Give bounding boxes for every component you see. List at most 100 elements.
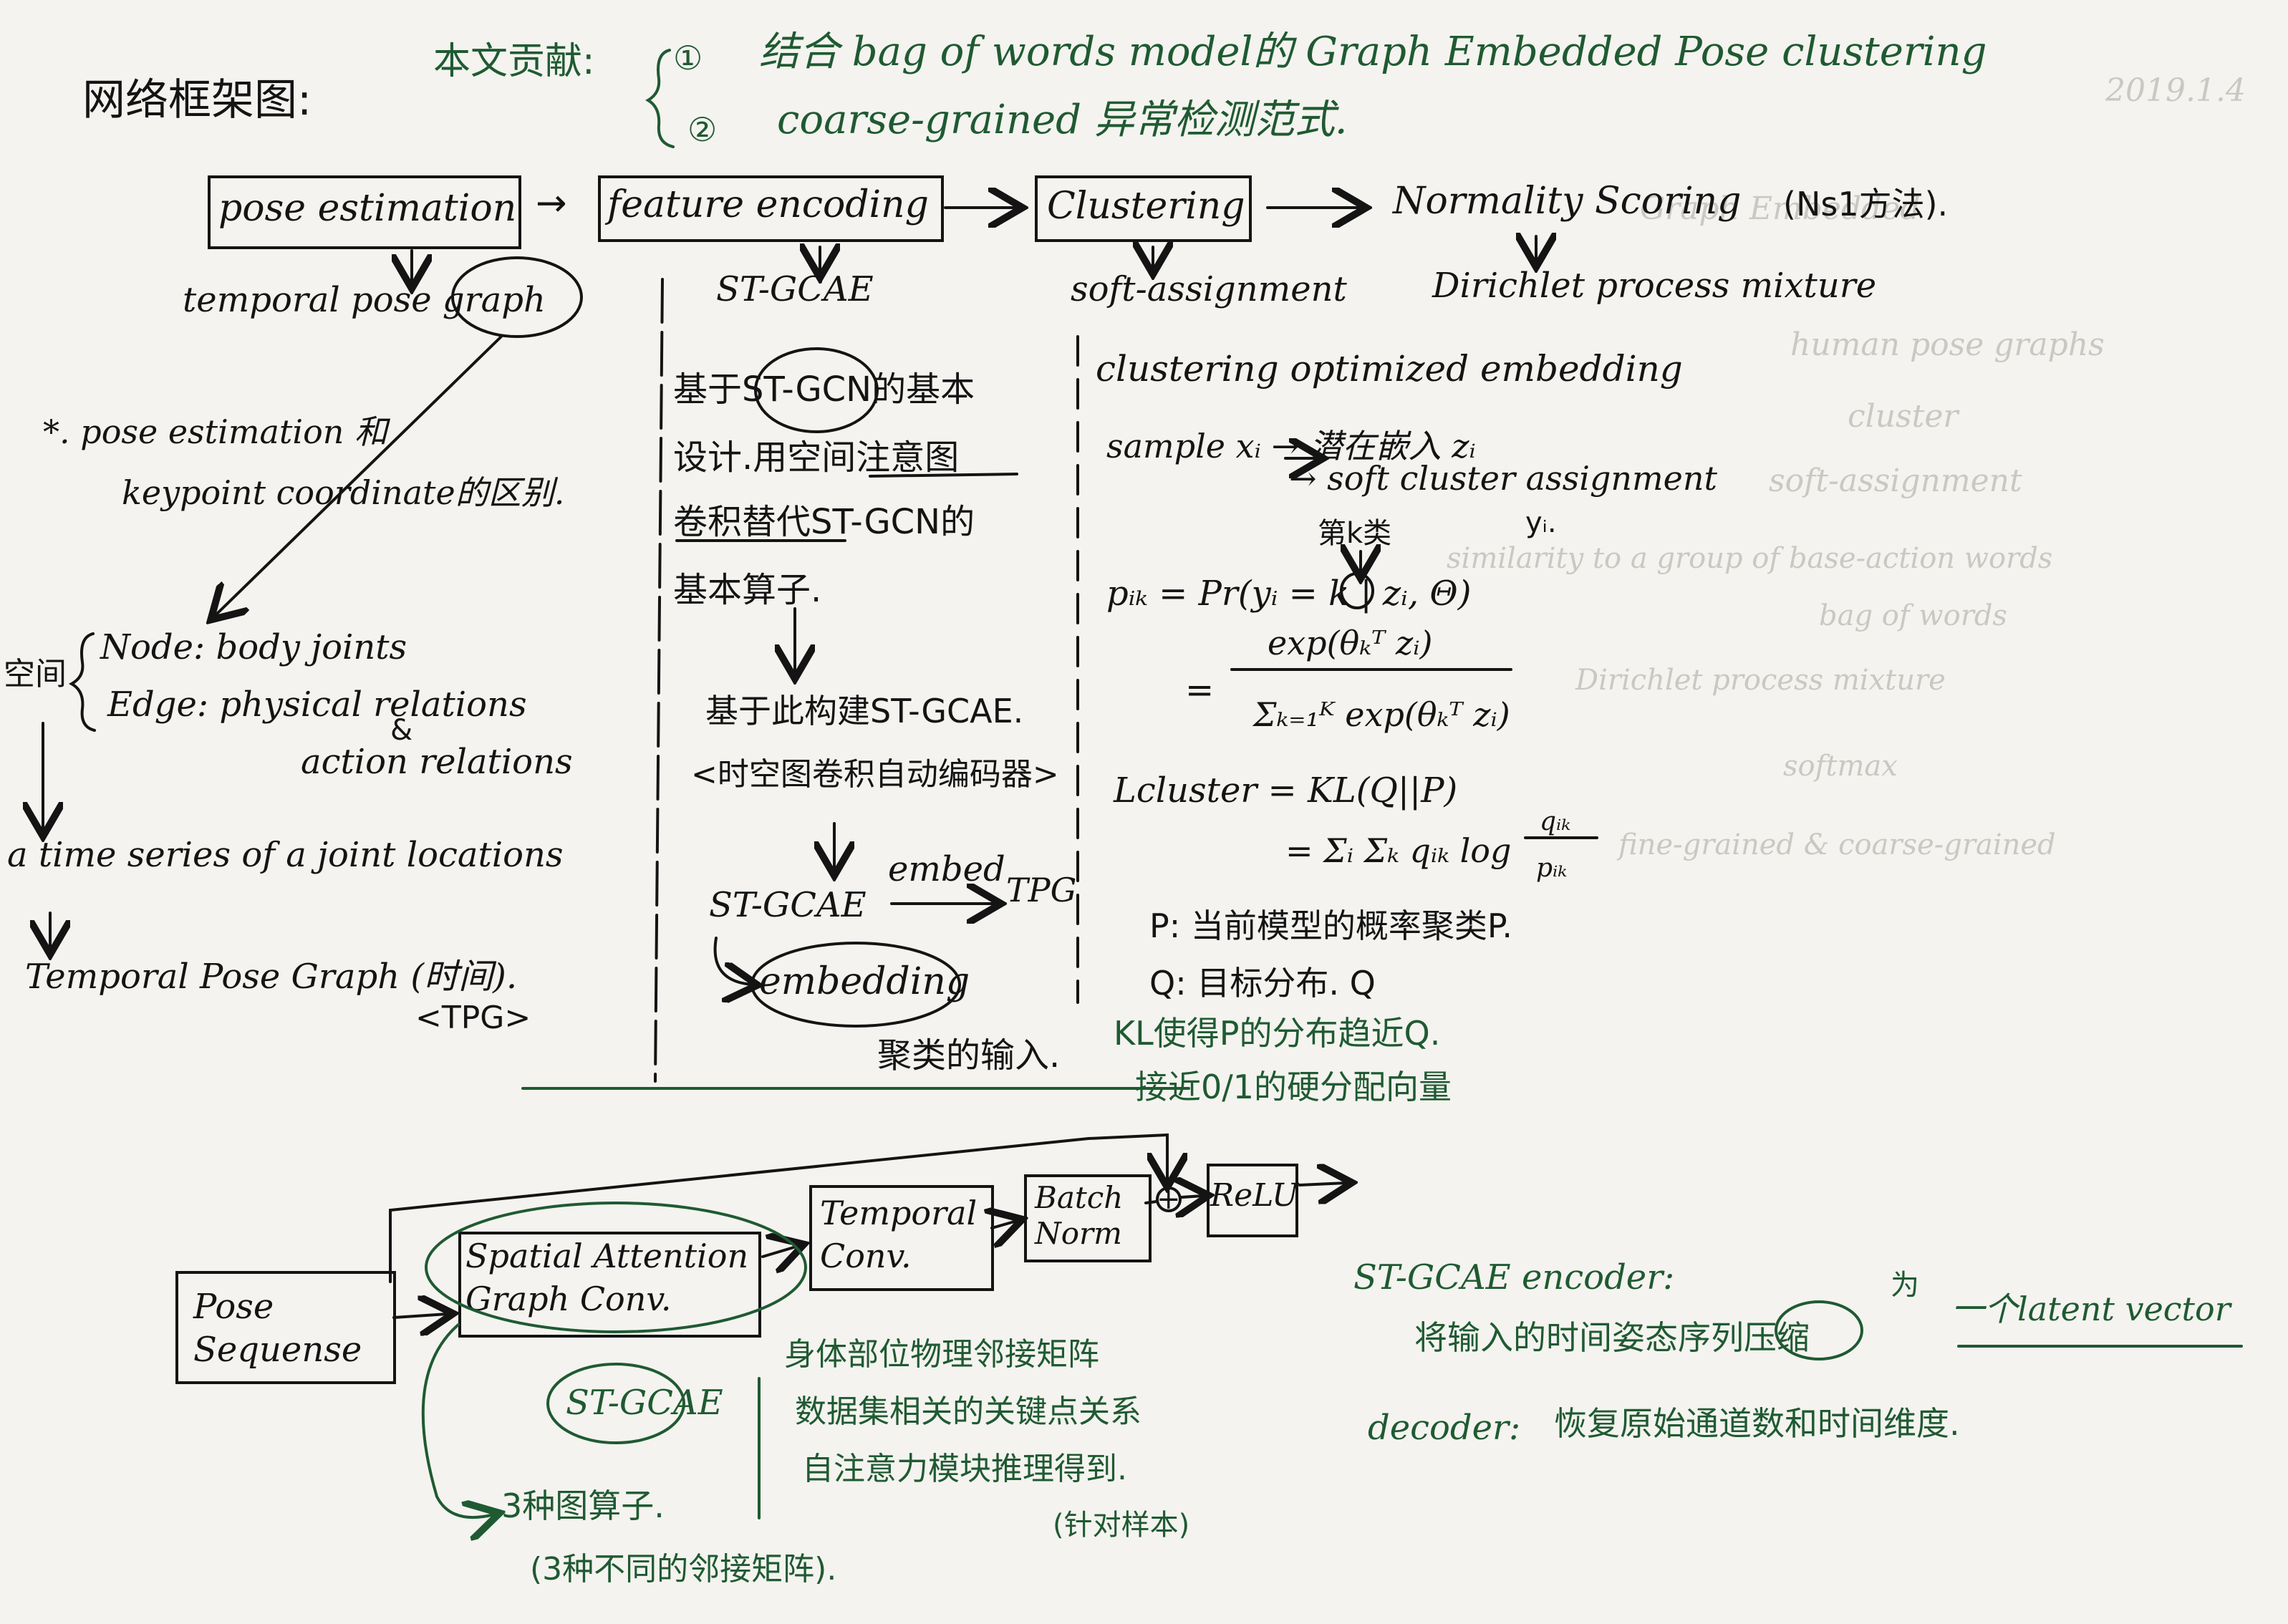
embedding-circle <box>750 942 961 1028</box>
ghost-note: human pose graphs <box>1790 327 2105 363</box>
temporal-conv-label: Temporal Conv. <box>820 1194 978 1275</box>
contribution-1: 结合 bag of words model的 Graph Embedded Po… <box>759 29 1987 75</box>
adjacency-note-3: 自注意力模块推理得到. <box>802 1451 1127 1487</box>
arrow-plus-relu <box>1182 1196 1203 1197</box>
ghost-note: soft-assignment <box>1769 463 2022 499</box>
lcluster-formula: Lcluster = KL(Q||P) <box>1114 770 1458 811</box>
feature-encoding-label: feature encoding <box>607 183 929 226</box>
edge-definition: Edge: physical relations <box>107 685 527 725</box>
plus-circle <box>1156 1186 1182 1212</box>
normality-scoring-note: (Ns1方法). <box>1783 185 1949 223</box>
stgcae-bottom-circle <box>546 1363 685 1444</box>
ghost-note: cluster <box>1848 398 1959 435</box>
p-definition: P: 当前模型的概率聚类P. <box>1149 907 1513 945</box>
pose-sequence-box <box>175 1271 396 1384</box>
embedding-note: 聚类的输入. <box>877 1035 1061 1076</box>
graph-circle <box>451 256 583 338</box>
page-title: 网络框架图: <box>82 75 312 125</box>
embedding-label: embedding <box>759 960 970 1003</box>
softmax-numerator: exp(θₖᵀ zᵢ) <box>1268 624 1433 662</box>
stgcn-circle <box>754 347 879 433</box>
soft-assignment-label: soft-assignment <box>1071 269 1347 309</box>
soft-cluster-assignment: → soft cluster assignment <box>1289 459 1717 498</box>
kl-note: KL使得P的分布趋近Q. <box>1114 1014 1441 1053</box>
edge-definition-2: action relations <box>301 742 573 782</box>
pose-estimation-box <box>208 175 521 249</box>
arrow-tc-bn <box>992 1221 1017 1228</box>
column-divider-1 <box>654 278 664 1083</box>
contribution-2: coarse-grained 异常检测范式. <box>777 97 1348 143</box>
embed-to: TPG <box>1006 871 1077 909</box>
stgcn-underline <box>869 473 1018 478</box>
embedding-hook <box>713 937 752 985</box>
adjacency-note-4: (针对样本) <box>1053 1509 1190 1542</box>
normality-scoring-label: Normality Scoring <box>1393 180 1742 223</box>
softmax-denominator: Σₖ₌₁ᴷ exp(θₖᵀ zᵢ) <box>1253 695 1510 734</box>
sagc-box <box>458 1232 761 1338</box>
ghost-note: 2019.1.4 <box>2105 72 2246 109</box>
encoder-body: 将输入的时间姿态序列压缩 <box>1414 1318 1810 1357</box>
adjacency-note-1: 身体部位物理邻接矩阵 <box>784 1336 1099 1373</box>
arrow-relu-out <box>1298 1183 1346 1185</box>
ghost-note: similarity to a group of base-action wor… <box>1447 542 2053 575</box>
contributions-label: 本文贡献: <box>433 40 595 83</box>
stgcae-full-name: <时空图卷积自动编码器> <box>691 756 1059 793</box>
space-label: 空间 <box>4 656 67 692</box>
temporal-pose-graph-label: temporal pose graph <box>183 280 546 320</box>
equals-sign: = <box>1185 670 1215 710</box>
stgcae-desc-3: 卷积替代ST-GCN的 <box>673 502 975 542</box>
encoder-title: ST-GCAE encoder: <box>1353 1257 1675 1297</box>
coe-label: clustering optimized embedding <box>1096 348 1683 390</box>
sagc-circle <box>425 1202 807 1333</box>
arrow-sagc-tc <box>761 1246 798 1257</box>
relu-label: ReLU <box>1210 1177 1299 1214</box>
adjacency-note-2: 数据集相关的关键点关系 <box>795 1393 1141 1430</box>
feature-encoding-box <box>598 175 944 242</box>
embed-word: embed <box>888 849 1005 889</box>
stgcae-bottom-label: ST-GCAE <box>566 1383 723 1423</box>
tpg-label: Temporal Pose Graph (时间). <box>25 957 518 997</box>
arrow-graph-node <box>215 335 503 616</box>
contributions-brace <box>645 49 675 148</box>
kl-fraction-denominator: pᵢₖ <box>1536 854 1568 883</box>
stgcae-label: ST-GCAE <box>716 269 874 309</box>
ghost-note: Dirichlet process mixture <box>1575 664 1946 697</box>
pose-sequence-label: Pose Sequense <box>193 1287 362 1370</box>
yi-label: yᵢ. <box>1525 506 1557 539</box>
embed-from: ST-GCAE <box>709 885 867 925</box>
kth-class-label: 第k类 <box>1318 517 1392 550</box>
stgcae-build: 基于此构建ST-GCAE. <box>705 692 1024 730</box>
stgcae-desc-1: 基于ST-GCN的基本 <box>673 369 975 410</box>
ghost-note: fine-grained & coarse-grained <box>1618 828 2056 861</box>
three-adjacency-matrices: (3种不同的邻接矩阵). <box>530 1551 837 1587</box>
clustering-label: Clustering <box>1047 185 1245 228</box>
encoder-latent: 一个latent vector <box>1951 1290 2231 1328</box>
time-series-label: a time series of a joint locations <box>7 835 564 875</box>
batch-norm-label: Batch Norm <box>1035 1180 1124 1252</box>
decoder-body: 恢复原始通道数和时间维度. <box>1554 1404 1960 1443</box>
arrow-seq-sagc <box>392 1314 448 1318</box>
tpg-abbreviation: <TPG> <box>415 1000 531 1036</box>
kl-expansion: = Σᵢ Σₖ qᵢₖ log <box>1285 831 1512 870</box>
decoder-title: decoder: <box>1368 1408 1521 1448</box>
stgcae-desc-2: 设计.用空间注意图 <box>673 438 960 478</box>
sagc-label: Spatial Attention Graph Conv. <box>465 1237 749 1318</box>
pik-formula: pᵢₖ = Pr(yᵢ = k | zᵢ, Θ) <box>1106 574 1472 614</box>
space-brace <box>68 632 96 732</box>
k-circle <box>1340 572 1374 609</box>
ghost-note: Graph Embedded <box>1640 190 1921 227</box>
ghost-note: bag of words <box>1819 599 2007 632</box>
dpm-label: Dirichlet process mixture <box>1432 266 1877 306</box>
ghost-note: softmax <box>1783 750 1898 783</box>
pose-estimation-label: pose estimation <box>218 187 517 230</box>
q-definition: Q: 目标分布. Q <box>1149 964 1376 1002</box>
pipeline-arrow: → <box>536 182 567 225</box>
compress-circle <box>1775 1300 1863 1360</box>
stgcae-desc-4: 基本算子. <box>673 570 822 610</box>
residual-path <box>389 1133 1167 1283</box>
kl-fraction-numerator: qᵢₖ <box>1540 807 1571 836</box>
pose-estimation-note: *. pose estimation 和 <box>43 412 388 451</box>
arrow-bn-plus <box>1144 1200 1158 1204</box>
